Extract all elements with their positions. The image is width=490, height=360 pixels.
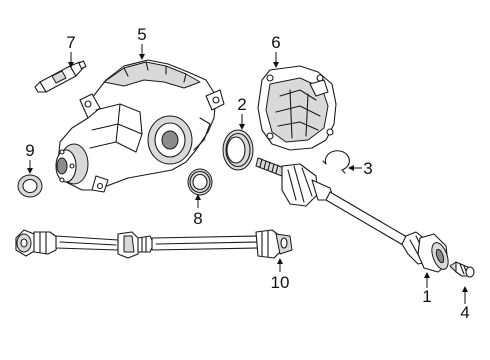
pinion-seal-icon[interactable] <box>17 174 43 198</box>
sealant-tube-icon[interactable] <box>34 60 87 93</box>
shaft-seal-icon[interactable] <box>187 168 213 196</box>
callout-2: 2 <box>237 95 246 114</box>
seal-ring-icon[interactable] <box>222 129 254 171</box>
callout-10: 10 <box>271 273 290 292</box>
drive-shaft-icon[interactable] <box>15 229 293 259</box>
differential-housing-icon[interactable] <box>55 59 225 193</box>
leader-lines <box>27 44 468 304</box>
callout-5: 5 <box>137 25 146 44</box>
callout-4: 4 <box>460 303 469 322</box>
callout-7: 7 <box>66 33 75 52</box>
callout-6: 6 <box>271 33 280 52</box>
callout-1: 1 <box>422 287 431 306</box>
callout-3: 3 <box>363 159 372 178</box>
bolt-icon[interactable] <box>449 261 475 278</box>
axle-shaft-icon[interactable] <box>255 157 451 273</box>
snap-ring-icon[interactable] <box>322 150 350 174</box>
differential-cover-icon[interactable] <box>257 65 337 151</box>
callout-9: 9 <box>25 141 34 160</box>
callout-8: 8 <box>193 209 202 228</box>
callout-numbers: 7 5 6 2 9 3 8 10 1 4 <box>25 25 469 322</box>
